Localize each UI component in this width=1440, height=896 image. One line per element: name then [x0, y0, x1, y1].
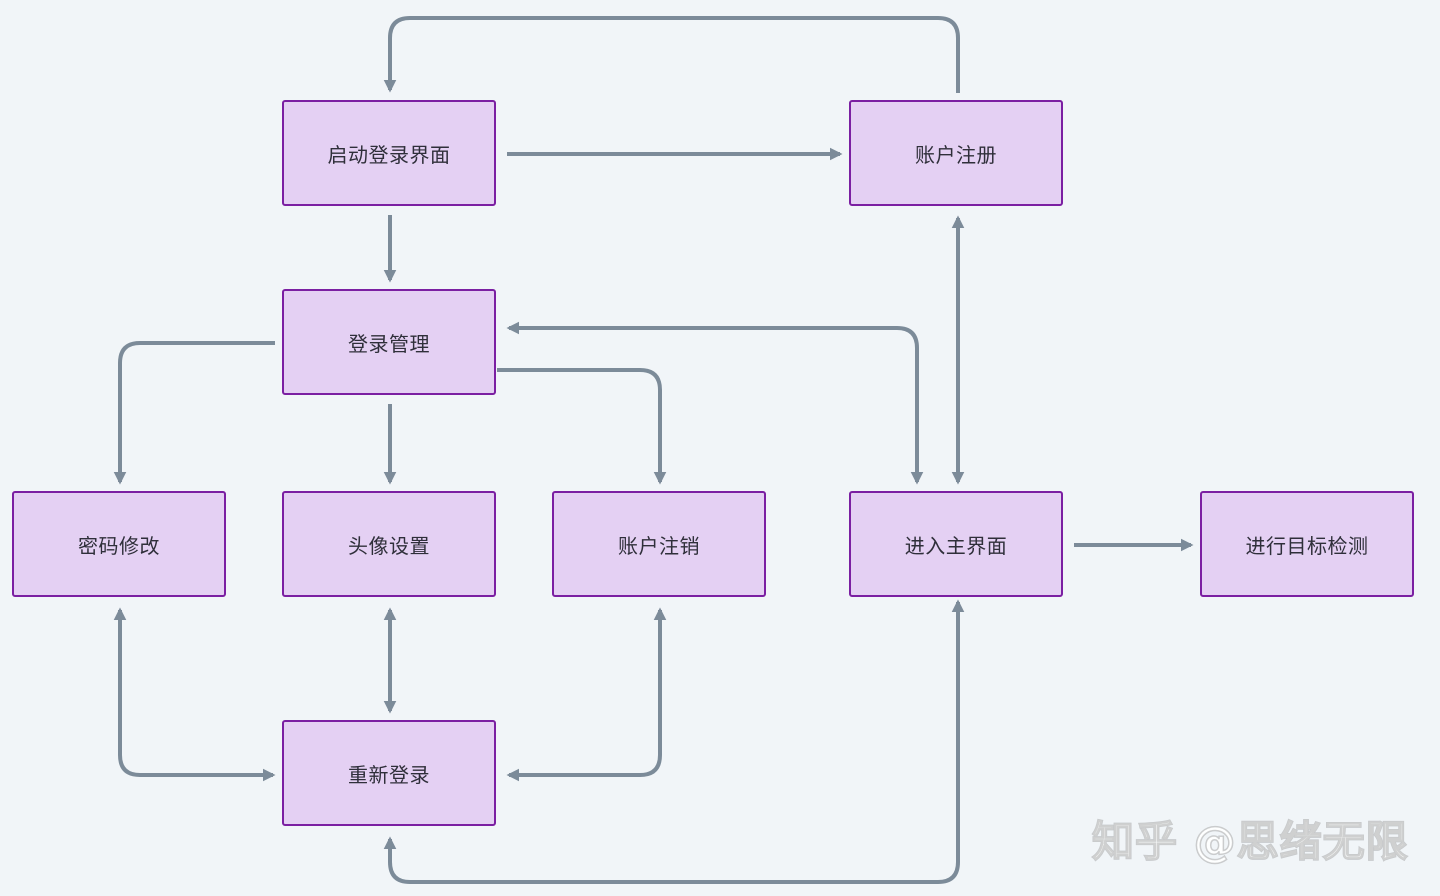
node-avatar-setting: 头像设置 [282, 491, 496, 597]
node-register-label: 账户注册 [915, 142, 997, 167]
edge-cancel-relogin [506, 607, 667, 782]
edge-main-login-mgmt [506, 321, 924, 485]
node-enter-main-label: 进入主界面 [904, 533, 1008, 558]
edge-password-relogin [113, 607, 276, 782]
watermark: 知乎 @思绪无限 [1091, 816, 1409, 867]
node-avatar-setting-label: 头像设置 [348, 533, 430, 558]
node-cancel-account-label: 账户注销 [618, 533, 700, 558]
node-relogin-label: 重新登录 [348, 762, 430, 787]
node-register: 账户注册 [849, 100, 1063, 206]
edge-login-mgmt-to-cancel-account [497, 368, 667, 485]
node-relogin: 重新登录 [282, 720, 496, 826]
node-login-management: 登录管理 [282, 289, 496, 395]
node-login-management-label: 登录管理 [348, 331, 430, 356]
edge-register-to-start-login [383, 16, 960, 93]
edge-login-mgmt-to-change-password [113, 341, 275, 485]
node-target-detection-label: 进行目标检测 [1245, 533, 1369, 558]
node-change-password: 密码修改 [12, 491, 226, 597]
node-start-login: 启动登录界面 [282, 100, 496, 206]
node-start-login-label: 启动登录界面 [327, 142, 451, 167]
node-change-password-label: 密码修改 [78, 533, 160, 558]
node-enter-main: 进入主界面 [849, 491, 1063, 597]
node-cancel-account: 账户注销 [552, 491, 766, 597]
node-target-detection: 进行目标检测 [1200, 491, 1414, 597]
edge-relogin-main [383, 599, 965, 884]
